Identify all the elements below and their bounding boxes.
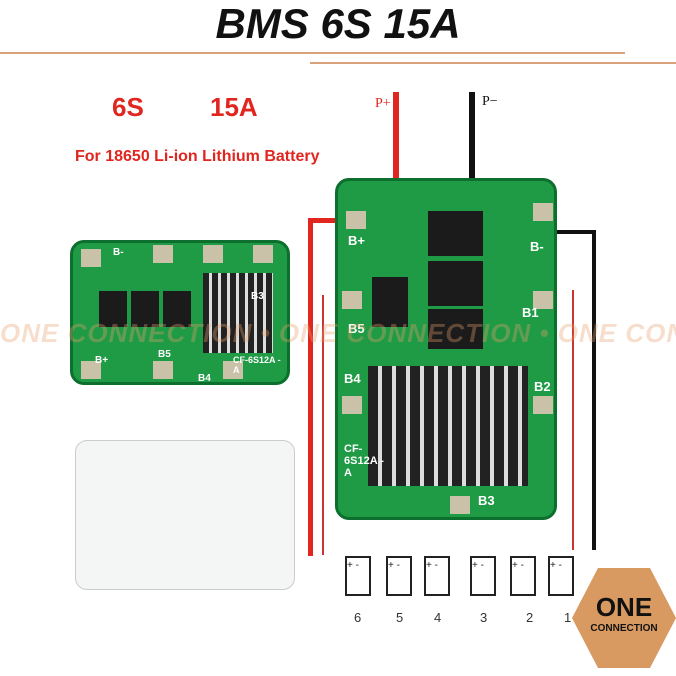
- label-b4: B4: [198, 373, 211, 384]
- logo-line2: CONNECTION: [590, 623, 658, 634]
- brand-logo: ONE CONNECTION: [572, 568, 676, 668]
- battery-number: 1: [564, 610, 572, 625]
- battery-number: 6: [354, 610, 362, 625]
- small-pcb-image: B+ B3 B4 B5 CF-6S12A -A B-: [70, 240, 290, 385]
- label-b5: B5: [158, 349, 171, 360]
- label-b3: B3: [478, 493, 495, 508]
- label-b1: B1: [522, 305, 539, 320]
- b-plus-wire: [308, 218, 313, 556]
- b-minus-wire: [555, 230, 595, 234]
- current-spec: 15A: [210, 92, 258, 122]
- p-minus-wire: [469, 92, 475, 192]
- label-b3: B3: [251, 291, 264, 302]
- label-b-minus: B-: [113, 247, 124, 258]
- battery-cell: + -: [424, 556, 450, 596]
- label-b-minus: B-: [530, 239, 544, 254]
- battery-cell: + -: [548, 556, 574, 596]
- label-model: CF-6S12A -A: [233, 355, 281, 375]
- battery-cell: + -: [510, 556, 536, 596]
- label-b4: B4: [344, 371, 361, 386]
- page-title: BMS 6S 15A: [215, 0, 461, 47]
- divider: [0, 52, 625, 54]
- battery-cell: + -: [470, 556, 496, 596]
- divider: [310, 62, 676, 64]
- label-b2: B2: [534, 379, 551, 394]
- cells-spec: 6S: [112, 92, 144, 122]
- battery-cell: + -: [386, 556, 412, 596]
- label-model: CF-6S12A -A: [344, 443, 384, 479]
- battery-number: 4: [434, 610, 442, 625]
- label-b-plus: B+: [348, 233, 365, 248]
- p-minus-label: P−: [482, 94, 498, 109]
- label-b-plus: B+: [95, 355, 109, 366]
- battery-number: 2: [526, 610, 534, 625]
- p-plus-wire: [393, 92, 399, 192]
- pcb-back-image: [75, 440, 295, 590]
- watermark: ONE CONNECTION • ONE CONNECTION • ONE CO…: [0, 318, 676, 348]
- main-pcb-image: B+ B- B1 B2 B3 B4 B5 CF-6S12A -A: [335, 178, 557, 520]
- battery-number: 3: [480, 610, 488, 625]
- battery-cell: + -: [345, 556, 371, 596]
- logo-line1: ONE: [595, 592, 653, 622]
- subtitle: For 18650 Li-ion Lithium Battery: [75, 148, 320, 165]
- p-plus-label: P+: [375, 96, 391, 111]
- label-b5: B5: [348, 321, 365, 336]
- battery-number: 5: [396, 610, 404, 625]
